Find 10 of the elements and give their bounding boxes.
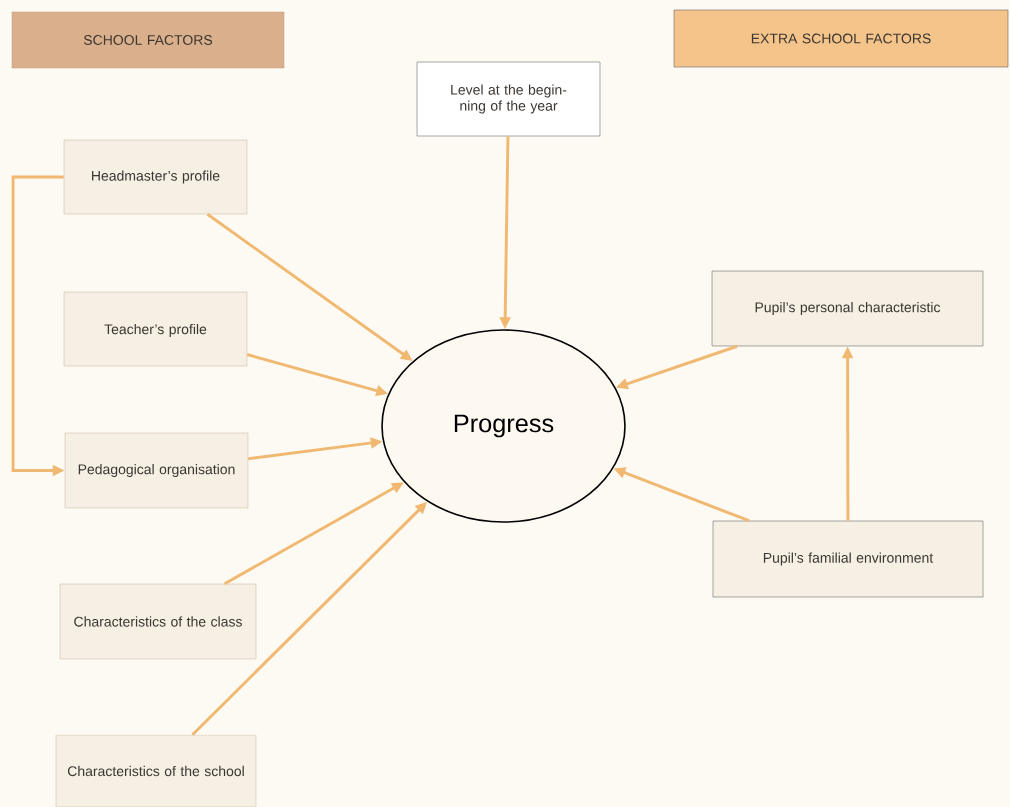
factor-box: Characteristics of the class <box>59 583 257 660</box>
factor-box: Pedagogical organisation <box>64 432 249 509</box>
factor-box: Level at the begin- ning of the year <box>416 61 601 137</box>
factor-box: Pupil’s familial environment <box>712 520 984 598</box>
factor-box: Pupil’s personal characteristic <box>711 270 984 347</box>
header-band: EXTRA SCHOOL FACTORS <box>673 9 1009 68</box>
header-band: SCHOOL FACTORS <box>11 11 285 69</box>
factor-box: Teacher’s profile <box>63 291 248 367</box>
factor-box: Headmaster’s profile <box>63 139 248 215</box>
factor-box: Characteristics of the school <box>55 734 257 807</box>
